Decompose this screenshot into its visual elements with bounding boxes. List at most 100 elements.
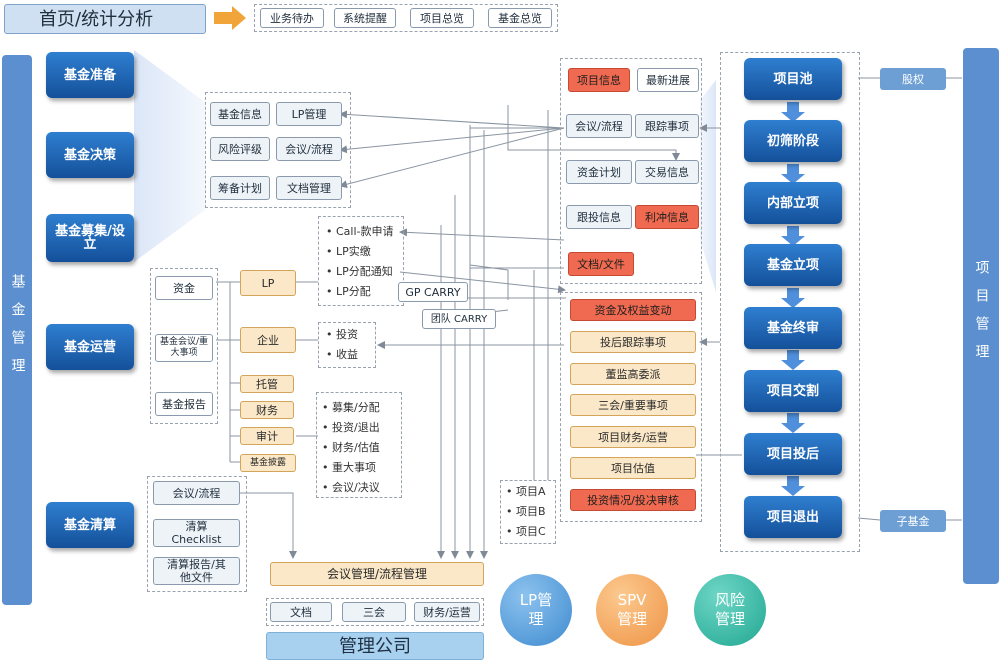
finance-list-item[interactable]: • 投资/退出 xyxy=(322,421,380,434)
invest-list: • 投资 • 收益 xyxy=(326,325,358,365)
page-title[interactable]: 首页/统计分析 xyxy=(4,4,206,34)
management-company-title[interactable]: 管理公司 xyxy=(266,632,484,660)
stage-closing[interactable]: 项目交割 xyxy=(744,370,842,412)
project-info-group xyxy=(560,58,702,284)
project-finance-button[interactable]: 项目财务/运营 xyxy=(570,426,696,448)
lp-management-circle-label: LP管理 xyxy=(519,591,553,628)
tab-todo[interactable]: 业务待办 xyxy=(260,8,324,28)
fund-meeting-button[interactable]: 基金会议/重大事项 xyxy=(155,334,213,362)
company-items-group xyxy=(266,598,484,626)
lp-management-circle[interactable]: LP管理 xyxy=(500,574,572,646)
conflict-info-button[interactable]: 利冲信息 xyxy=(635,205,699,229)
lp-list-group xyxy=(318,216,404,306)
finance-list-group xyxy=(316,392,402,498)
project-info-button[interactable]: 项目信息 xyxy=(568,68,630,92)
project-list-item[interactable]: • 项目C xyxy=(506,525,546,538)
lp-button[interactable]: LP xyxy=(240,270,296,296)
meeting-management-bar[interactable]: 会议管理/流程管理 xyxy=(270,562,484,586)
lp-list-item[interactable]: • LP分配通知 xyxy=(326,265,393,278)
gp-carry-box[interactable]: GP CARRY xyxy=(398,282,468,302)
finance-list-item[interactable]: • 财务/估值 xyxy=(322,441,380,454)
post-tracking-button[interactable]: 投后跟踪事项 xyxy=(570,331,696,353)
company-finance-button[interactable]: 财务/运营 xyxy=(414,602,480,622)
project-list-item[interactable]: • 项目B xyxy=(506,505,546,518)
stage-screening[interactable]: 初筛阶段 xyxy=(744,120,842,162)
post-investment-group xyxy=(560,292,702,522)
director-appoint-button[interactable]: 董监高委派 xyxy=(570,363,696,385)
stage-fund-decision[interactable]: 基金决策 xyxy=(46,132,134,178)
lp-list-item[interactable]: • Call-款申请 xyxy=(326,225,394,238)
tab-fund-overview[interactable]: 基金总览 xyxy=(488,8,552,28)
clearing-checklist-button[interactable]: 清算Checklist xyxy=(153,519,240,547)
prepare-plan-button[interactable]: 筹备计划 xyxy=(210,176,270,200)
sub-fund-tag[interactable]: 子基金 xyxy=(880,510,946,532)
stage-final-review[interactable]: 基金终审 xyxy=(744,307,842,349)
project-management-bar[interactable]: 项目管理 xyxy=(963,48,999,584)
equity-tag[interactable]: 股权 xyxy=(880,68,946,90)
stage-project-pool[interactable]: 项目池 xyxy=(744,58,842,100)
finance-button[interactable]: 财务 xyxy=(240,401,294,419)
stage-fund-approval[interactable]: 基金立项 xyxy=(744,244,842,286)
project-meeting-button[interactable]: 会议/流程 xyxy=(566,114,632,138)
capital-plan-button[interactable]: 资金计划 xyxy=(566,160,632,184)
co-invest-info-button[interactable]: 跟投信息 xyxy=(566,205,632,229)
investment-review-button[interactable]: 投资情况/投决审核 xyxy=(570,489,696,511)
risk-rating-button[interactable]: 风险评级 xyxy=(210,137,270,161)
stage-post-investment[interactable]: 项目投后 xyxy=(744,433,842,475)
risk-management-circle-label: 风险管理 xyxy=(714,591,745,628)
stage-internal-approval[interactable]: 内部立项 xyxy=(744,182,842,224)
fund-management-label: 基金管理 xyxy=(9,274,26,386)
stage-fund-raise[interactable]: 基金募集/设立 xyxy=(46,214,134,262)
project-list: • 项目A • 项目B • 项目C xyxy=(506,482,546,542)
finance-list-item[interactable]: • 重大事项 xyxy=(322,461,376,474)
stage-fund-prepare[interactable]: 基金准备 xyxy=(46,52,134,98)
lp-list-item[interactable]: • LP分配 xyxy=(326,285,371,298)
lp-management-button[interactable]: LP管理 xyxy=(276,102,342,126)
latest-progress-button[interactable]: 最新进展 xyxy=(637,68,699,92)
meeting-process-button[interactable]: 会议/流程 xyxy=(276,137,342,161)
stage-fund-clearing[interactable]: 基金清算 xyxy=(46,502,134,548)
lp-list-item[interactable]: • LP实缴 xyxy=(326,245,371,258)
lp-list: • Call-款申请 • LP实缴 • LP分配通知 • LP分配 xyxy=(326,222,394,302)
board-matters-button[interactable]: 三会/重要事项 xyxy=(570,394,696,416)
finance-list-item[interactable]: • 会议/决议 xyxy=(322,481,380,494)
document-management-button[interactable]: 文档管理 xyxy=(276,176,342,200)
finance-list-item[interactable]: • 募集/分配 xyxy=(322,401,380,414)
stage-fund-operation[interactable]: 基金运营 xyxy=(46,324,134,370)
project-management-label: 项目管理 xyxy=(973,260,990,372)
enterprise-button[interactable]: 企业 xyxy=(240,327,296,353)
spv-management-circle[interactable]: SPV管理 xyxy=(596,574,668,646)
header-tab-group xyxy=(254,4,558,32)
audit-button[interactable]: 审计 xyxy=(240,427,294,445)
capital-equity-change-button[interactable]: 资金及权益变动 xyxy=(570,299,696,321)
finance-list: • 募集/分配 • 投资/退出 • 财务/估值 • 重大事项 • 会议/决议 xyxy=(322,398,380,498)
fund-info-button[interactable]: 基金信息 xyxy=(210,102,270,126)
fund-info-group xyxy=(205,92,351,208)
project-valuation-button[interactable]: 项目估值 xyxy=(570,457,696,479)
project-list-item[interactable]: • 项目A xyxy=(506,485,546,498)
clearing-report-button[interactable]: 清算报告/其他文件 xyxy=(153,557,240,585)
clearing-meeting-button[interactable]: 会议/流程 xyxy=(153,481,240,505)
invest-list-item[interactable]: • 投资 xyxy=(326,328,358,341)
tracking-items-button[interactable]: 跟踪事项 xyxy=(635,114,699,138)
fund-management-bar[interactable]: 基金管理 xyxy=(2,55,32,605)
team-carry-box[interactable]: 团队 CARRY xyxy=(422,309,496,329)
tab-project-overview[interactable]: 项目总览 xyxy=(410,8,474,28)
risk-management-circle[interactable]: 风险管理 xyxy=(694,574,766,646)
custody-button[interactable]: 托管 xyxy=(240,375,294,393)
project-documents-button[interactable]: 文档/文件 xyxy=(568,252,634,276)
invest-list-group xyxy=(318,322,376,368)
deal-info-button[interactable]: 交易信息 xyxy=(635,160,699,184)
ops-left-group xyxy=(150,268,218,424)
fund-capital-button[interactable]: 资金 xyxy=(155,276,213,300)
stage-exit[interactable]: 项目退出 xyxy=(744,496,842,538)
clearing-group xyxy=(147,476,247,592)
fund-disclosure-button[interactable]: 基金披露 xyxy=(240,454,296,472)
company-board-button[interactable]: 三会 xyxy=(342,602,406,622)
tab-reminder[interactable]: 系统提醒 xyxy=(334,8,396,28)
spv-management-circle-label: SPV管理 xyxy=(616,591,647,628)
fund-report-button[interactable]: 基金报告 xyxy=(155,392,213,416)
company-docs-button[interactable]: 文档 xyxy=(270,602,332,622)
invest-list-item[interactable]: • 收益 xyxy=(326,348,358,361)
